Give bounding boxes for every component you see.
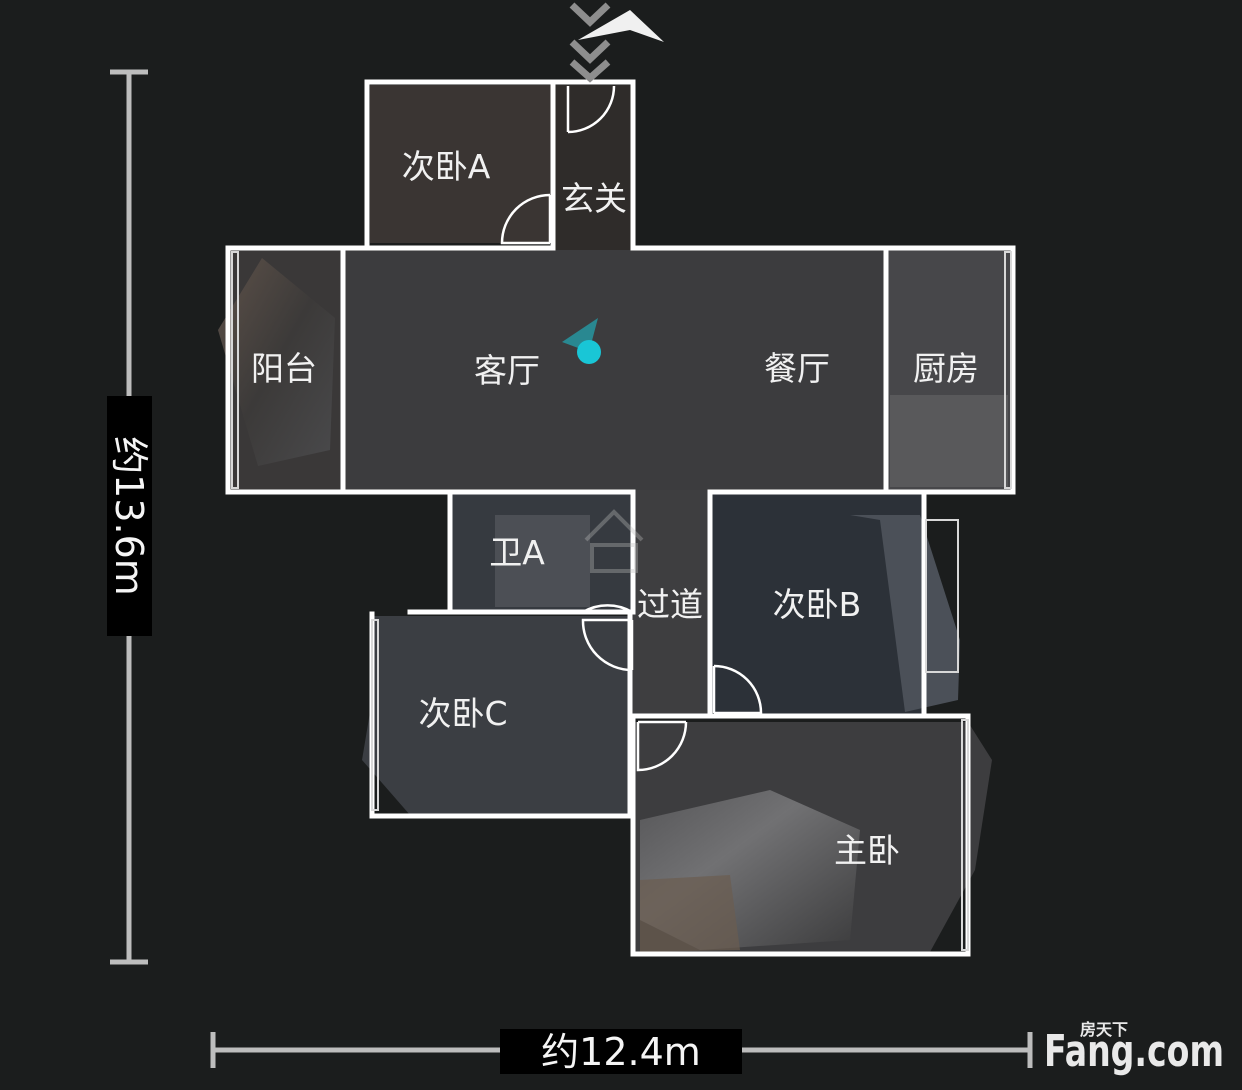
dimension-label-box	[500, 1029, 742, 1074]
window-master	[961, 719, 969, 951]
door-bedroom-b	[712, 664, 763, 715]
room-label-balcony: 阳台	[251, 349, 317, 388]
room-label-corridor: 过道	[637, 585, 703, 624]
window-bedroom-b	[925, 519, 959, 673]
window-kitchen	[1004, 251, 1012, 489]
floor-bathroom-tiles	[495, 515, 590, 607]
window-bedroom-c	[371, 619, 379, 811]
chevron-down-icon	[569, 2, 611, 27]
room-label-bedroom-c: 次卧C	[418, 694, 507, 733]
room-label-foyer: 玄关	[561, 179, 627, 218]
watermark-icon	[584, 509, 644, 573]
floor-corridor	[632, 490, 712, 718]
door-master	[636, 720, 688, 772]
room-label-living-room: 客厅	[474, 351, 540, 390]
room-label-bedroom-b: 次卧B	[773, 585, 862, 624]
dimension-height: 约13.6m	[107, 69, 152, 965]
room-labels: 次卧A 玄关 阳台 客厅 餐厅 厨房 卫A 过道 次卧B 次卧C 主卧	[251, 147, 979, 870]
floor-foyer	[555, 85, 631, 250]
room-label-master-bedroom: 主卧	[834, 831, 900, 870]
room-label-kitchen: 厨房	[913, 349, 979, 388]
window-balcony	[231, 251, 239, 489]
logo-main-text: Fang.com	[1044, 1026, 1224, 1077]
position-marker	[562, 318, 601, 364]
chevron-down-icon	[569, 59, 611, 83]
dimension-width: 约12.4m	[210, 1029, 1033, 1074]
doors	[500, 85, 763, 772]
room-floors	[218, 85, 1012, 952]
fang-logo: 房天下 Fang.com	[1044, 1020, 1224, 1077]
chevron-down-icon	[569, 39, 611, 64]
floor-bedroom-c	[362, 616, 630, 815]
room-label-bedroom-a: 次卧A	[402, 147, 491, 186]
floor-kitchen-counter	[890, 395, 1008, 487]
door-bedroom-c	[581, 618, 634, 672]
floor-living-dining	[342, 250, 886, 490]
logo-sub-text: 房天下	[1080, 1020, 1128, 1039]
dimension-height-label: 约13.6m	[107, 436, 151, 596]
room-label-bathroom-a: 卫A	[489, 533, 545, 572]
windows	[231, 251, 1012, 951]
floor-bedroom-b-wall	[850, 515, 960, 712]
dimension-label-box	[107, 396, 152, 636]
door-entry	[566, 85, 616, 134]
floor-master-rug	[640, 875, 740, 952]
door-bathroom-a	[582, 563, 634, 614]
room-label-dining-room: 餐厅	[764, 349, 830, 388]
entry-marker	[569, 2, 664, 83]
location-dot-icon	[577, 340, 601, 364]
dimension-width-label: 约12.4m	[541, 1030, 701, 1074]
door-bedroom-a	[500, 193, 552, 245]
floor-bedroom-a	[370, 85, 552, 243]
compass-arrow-icon	[578, 10, 664, 42]
floor-balcony-photo	[218, 258, 335, 466]
